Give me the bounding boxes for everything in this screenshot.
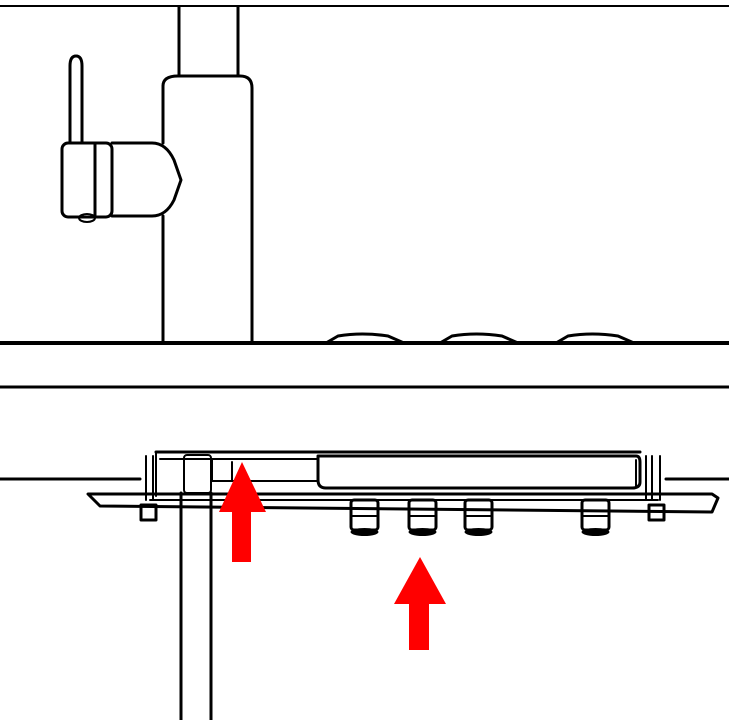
countertop-caps [324, 332, 636, 345]
clip-left [139, 503, 158, 522]
lower-view [0, 450, 729, 720]
red-arrow-up-icon [394, 557, 446, 650]
nut [407, 498, 438, 536]
faucet-lever [68, 54, 84, 145]
red-arrows [219, 462, 446, 650]
countertop [0, 341, 729, 389]
clip-right [647, 503, 666, 522]
faucet-body [161, 74, 254, 345]
nut [463, 498, 494, 536]
faucet-pipe [177, 5, 240, 78]
shank-bracket [211, 458, 319, 482]
mounting-nuts [349, 498, 611, 536]
upper-view [0, 5, 729, 389]
nut [349, 498, 380, 536]
faucet-handle [60, 141, 183, 223]
mounting-housing [316, 454, 642, 490]
nut [580, 498, 611, 536]
red-arrow-up-icon [219, 462, 266, 562]
